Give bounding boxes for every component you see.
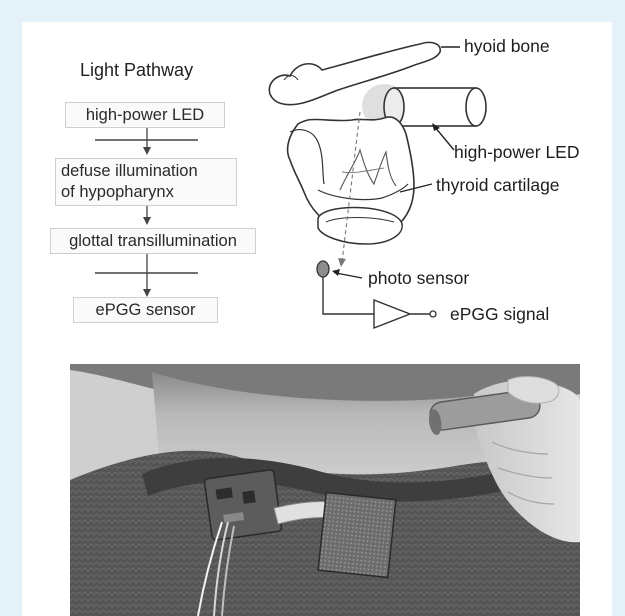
circuit-board-left: [204, 469, 282, 540]
device-photo: [22, 22, 612, 616]
circuit-board-right: [318, 493, 396, 578]
figure-panel: Light Pathway high-power LED defuse illu…: [22, 22, 612, 616]
